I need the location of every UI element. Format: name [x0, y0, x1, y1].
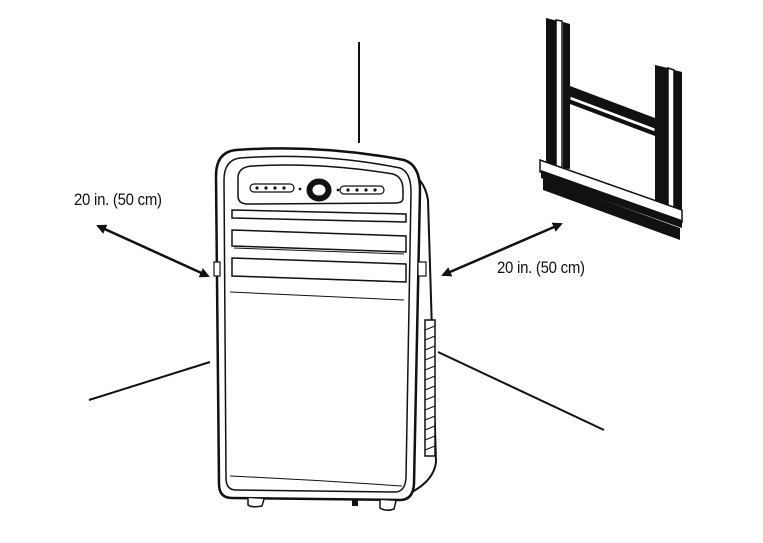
- room-corner-lines: [88, 42, 605, 431]
- floor-right-line: [437, 351, 605, 431]
- clearance-left-arrow-icon: [96, 224, 210, 278]
- window-frame-icon: [539, 18, 683, 240]
- floor-left-line: [88, 361, 211, 401]
- clearance-arrows: [96, 222, 563, 278]
- clearance-right-arrow-icon: [441, 222, 563, 277]
- clearance-left-label: 20 in. (50 cm): [74, 190, 162, 209]
- clearance-right-label: 20 in. (50 cm): [497, 258, 585, 277]
- air-conditioner-icon: [213, 147, 438, 512]
